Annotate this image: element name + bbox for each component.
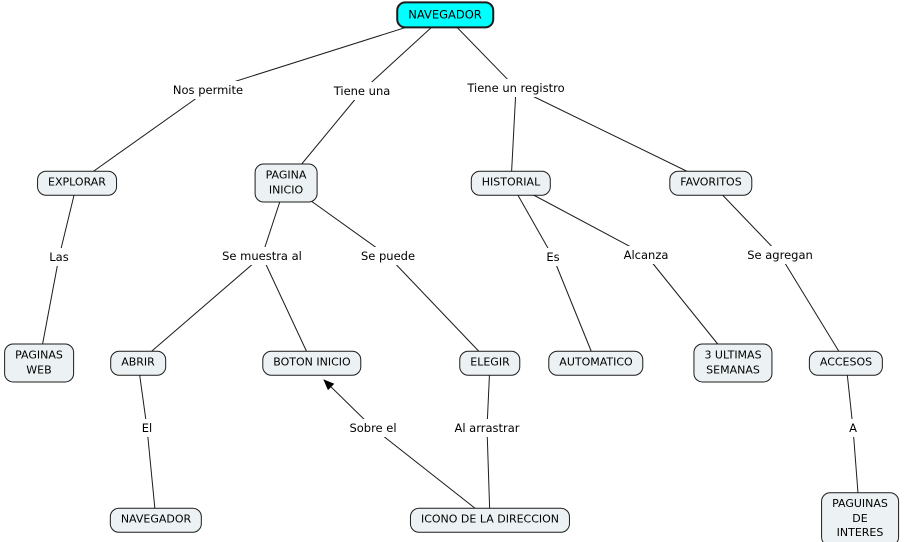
link-label-el[interactable]: El	[136, 419, 158, 437]
link-label-se-puede[interactable]: Se puede	[355, 247, 421, 265]
edge-line	[552, 256, 597, 364]
edge-line	[58, 182, 78, 258]
concept-node-pagina-inicio[interactable]: PAGINA INICIO	[254, 163, 318, 203]
edge-line	[486, 427, 491, 521]
concept-node-boton-inicio[interactable]: BOTON INICIO	[262, 350, 362, 376]
link-label-se-agregan[interactable]: Se agregan	[742, 246, 818, 264]
concept-node-navegador-bottom[interactable]: NAVEGADOR	[109, 507, 203, 533]
edge-line	[515, 87, 712, 184]
link-label-tiene-una[interactable]: Tiene una	[328, 82, 396, 100]
concept-node-elegir[interactable]: ELEGIR	[459, 350, 521, 376]
link-label-a[interactable]: A	[844, 419, 862, 437]
edge-line	[387, 255, 491, 364]
concept-node-historial[interactable]: HISTORIAL	[470, 170, 552, 196]
edge-line	[779, 254, 847, 364]
edge-line	[510, 182, 554, 258]
link-label-nos-permite[interactable]: Nos permite	[167, 81, 249, 99]
link-label-tiene-registro[interactable]: Tiene un registro	[462, 79, 570, 97]
link-label-al-arrastrar[interactable]: Al arrastrar	[449, 419, 525, 437]
edge-line	[76, 89, 209, 184]
concept-node-paginas-web[interactable]: PAGINAS WEB	[4, 343, 74, 383]
edge-line	[146, 427, 157, 521]
concept-node-abrir[interactable]: ABRIR	[110, 350, 166, 376]
edge-line	[372, 427, 491, 521]
edge-line	[137, 255, 263, 364]
link-label-se-muestra[interactable]: Se muestra al	[217, 247, 307, 265]
link-label-las[interactable]: Las	[44, 248, 74, 266]
concept-node-favoritos[interactable]: FAVORITOS	[669, 170, 753, 196]
edge-line	[510, 87, 517, 184]
link-label-es[interactable]: Es	[541, 248, 565, 266]
concept-node-icono-direccion[interactable]: ICONO DE LA DIRECCION	[409, 507, 571, 533]
concept-node-ultimas-semanas[interactable]: 3 ULTIMAS SEMANAS	[693, 343, 773, 383]
edge-line	[261, 255, 313, 364]
link-label-sobre-el[interactable]: Sobre el	[344, 419, 402, 437]
concept-node-explorar[interactable]: EXPLORAR	[37, 170, 117, 196]
concept-node-paguinas-interes[interactable]: PAGUINAS DE INTERES	[821, 492, 899, 542]
concept-node-navegador-top[interactable]: NAVEGADOR	[396, 1, 494, 29]
concept-node-automatico[interactable]: AUTOMATICO	[548, 350, 644, 376]
concept-node-accesos[interactable]: ACCESOS	[808, 350, 884, 376]
link-label-alcanza[interactable]: Alcanza	[618, 246, 674, 264]
